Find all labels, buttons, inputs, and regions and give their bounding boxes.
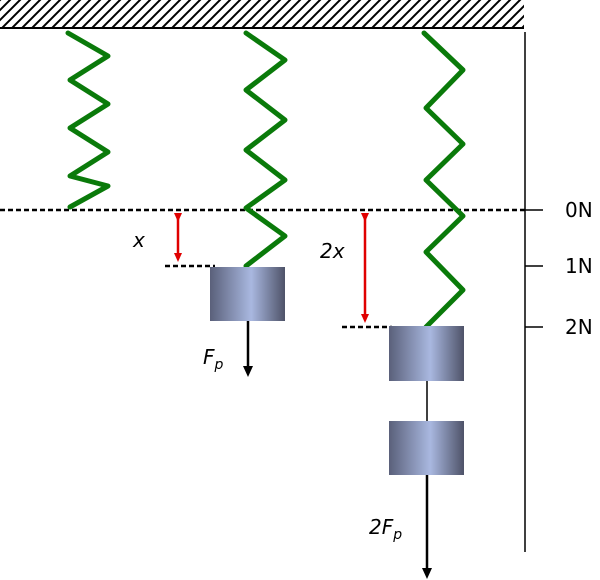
label-fp-base: F [203, 345, 215, 369]
spring-two-masses [421, 30, 466, 330]
label-fp-sub: p [214, 357, 224, 373]
label-2fp-coef: 2 [369, 515, 382, 539]
scale-label-0n: 0N [565, 198, 593, 222]
scale-label-1n: 1N [565, 254, 593, 278]
label-x: x [132, 228, 145, 252]
label-2fp-sub: p [392, 527, 402, 543]
mass-block-2a [389, 326, 464, 381]
scale-label-2n: 2N [565, 315, 593, 339]
label-fp: Fp [203, 345, 224, 373]
ceiling-hatch [0, 0, 524, 28]
spring-unloaded [65, 30, 111, 210]
force-scale: 0N 1N 2N [524, 32, 593, 552]
mass-block-2b [389, 421, 464, 475]
label-2fp-base: F [382, 515, 394, 539]
spring-one-mass [243, 30, 288, 269]
label-2x: 2x [320, 239, 345, 263]
mass-block-1 [210, 267, 285, 321]
label-2fp: 2Fp [369, 515, 402, 543]
ceiling [0, 0, 524, 29]
